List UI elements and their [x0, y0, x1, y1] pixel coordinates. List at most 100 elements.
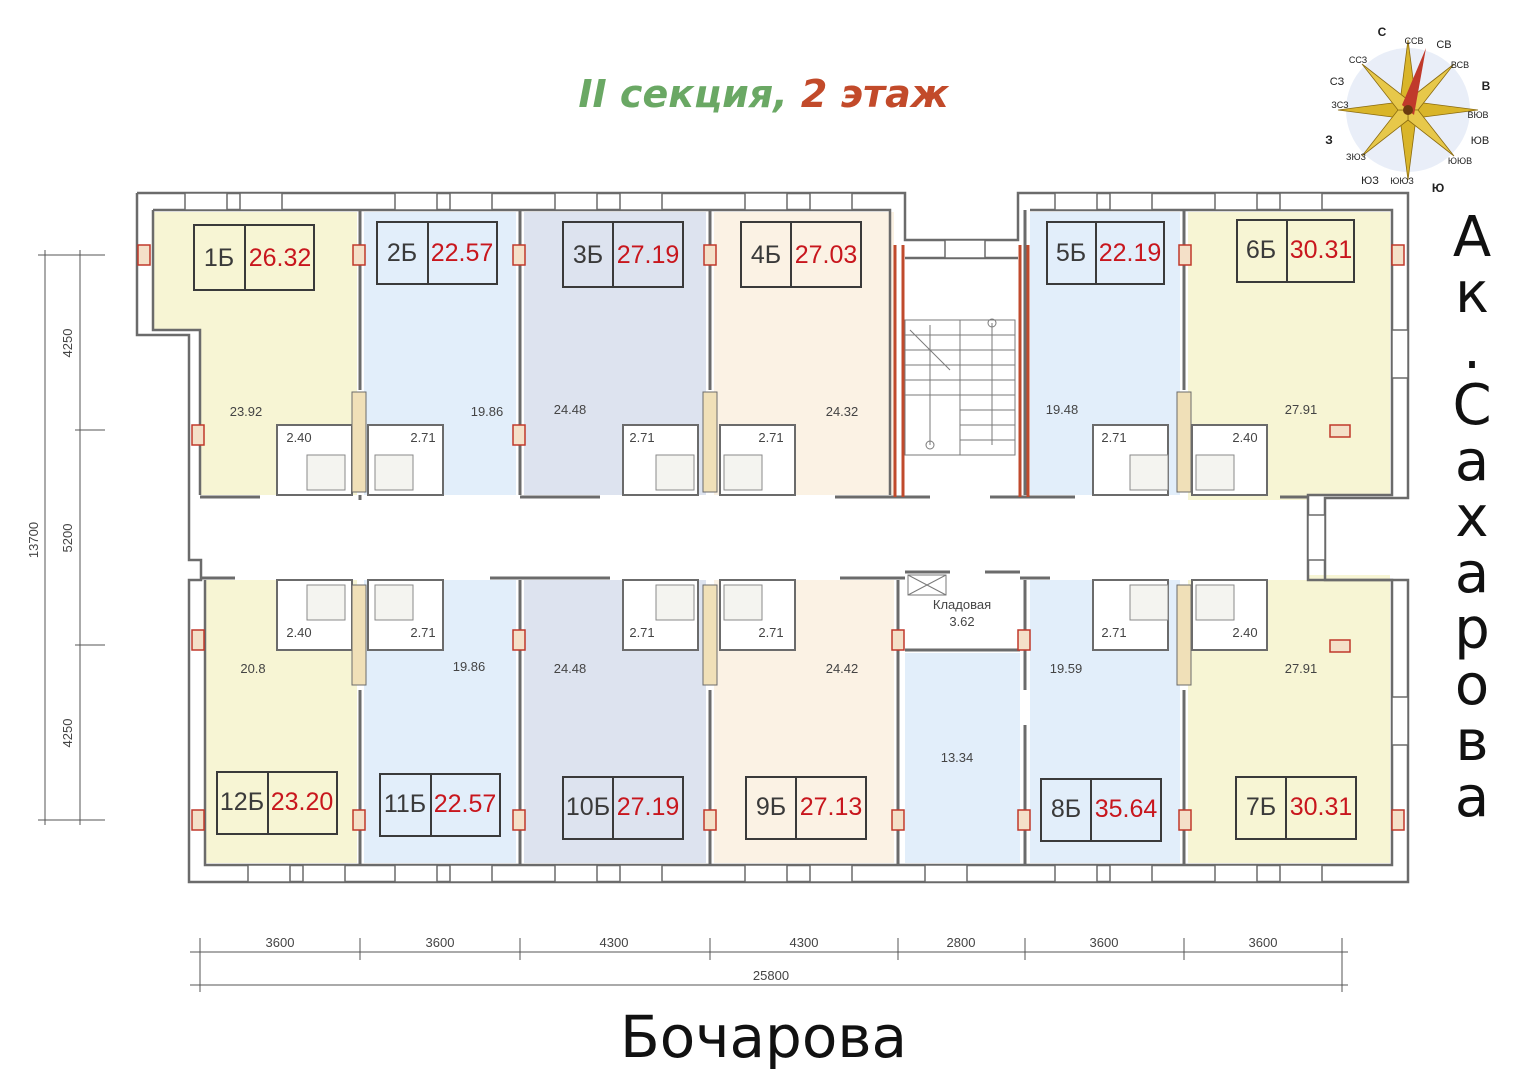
- compass-label: ЗСЗ: [1331, 100, 1348, 110]
- storage-shaft: [907, 574, 947, 596]
- room-area: 24.48: [554, 661, 587, 676]
- bath-area: 2.71: [410, 430, 435, 445]
- compass-label: Ю: [1432, 181, 1444, 195]
- room-area: 24.48: [554, 402, 587, 417]
- compass-label: ВСВ: [1451, 60, 1469, 70]
- horizontal-dimensions: [190, 938, 1348, 992]
- apt-id: 2Б: [387, 239, 417, 267]
- apt-id: 10Б: [566, 793, 610, 821]
- bath-area: 2.71: [410, 625, 435, 640]
- street-letter: а: [1454, 429, 1490, 494]
- dim-label: 4250: [60, 719, 75, 748]
- street-letter: к: [1455, 261, 1489, 326]
- horizontal-dimension-labels: 3600 3600 4300 4300 2800 3600 3600 25800: [266, 935, 1278, 983]
- compass-rose-icon: [1337, 39, 1479, 181]
- compass-label: ЗЮЗ: [1346, 152, 1366, 162]
- apt-area: 30.31: [1290, 793, 1353, 821]
- apt-id: 12Б: [220, 788, 264, 816]
- street-letter: а: [1454, 765, 1490, 830]
- room-area: 19.86: [453, 659, 486, 674]
- bath-area: 2.71: [1101, 430, 1126, 445]
- compass-label: В: [1482, 79, 1491, 93]
- street-letter: .: [1463, 317, 1481, 382]
- compass-label: З: [1325, 133, 1333, 147]
- dim-label: 4300: [790, 935, 819, 950]
- storage-label: Кладовая: [933, 597, 991, 612]
- dim-label: 3600: [266, 935, 295, 950]
- dim-total-width: 25800: [753, 968, 789, 983]
- apt-area: 35.64: [1095, 795, 1158, 823]
- dim-label: 2800: [947, 935, 976, 950]
- apt-id: 1Б: [204, 244, 234, 272]
- apt-area: 22.57: [431, 239, 494, 267]
- compass-label: ССЗ: [1349, 55, 1367, 65]
- shafts: [351, 391, 1192, 686]
- dim-total-height: 13700: [26, 522, 41, 558]
- street-letter: А: [1452, 205, 1492, 270]
- bath-area: 2.40: [286, 625, 311, 640]
- room-area: 24.32: [826, 404, 859, 419]
- bathroom-areas: 2.40 2.71 2.71 2.71 2.71 2.40 2.40 2.71 …: [286, 430, 1257, 640]
- compass-label: ЮЮЗ: [1390, 176, 1414, 186]
- room-area: 19.86: [471, 404, 504, 419]
- compass-label: ЮВ: [1471, 135, 1489, 147]
- red-walls: [893, 245, 1030, 497]
- bath-area: 2.40: [1232, 430, 1257, 445]
- street-right-label: А к . С а х а р о в а: [1440, 210, 1504, 826]
- apt-id: 7Б: [1246, 793, 1276, 821]
- shower-trays: [306, 454, 1235, 621]
- apt-area: 27.19: [617, 793, 680, 821]
- apartment-areas: 26.32 22.57 27.19 27.03 22.19 30.31 30.3…: [249, 236, 1353, 823]
- street-letter: а: [1454, 541, 1490, 606]
- street-bottom-label: Бочарова: [619, 1003, 908, 1071]
- apt-area: 26.32: [249, 244, 312, 272]
- street-letter: о: [1454, 653, 1490, 718]
- dim-label: 3600: [426, 935, 455, 950]
- section-label: II секция,: [578, 72, 788, 116]
- compass-label: С: [1378, 25, 1387, 39]
- dim-label: 4300: [600, 935, 629, 950]
- compass-label: СЗ: [1330, 76, 1345, 88]
- apt-id: 11Б: [384, 790, 426, 818]
- room-area: 27.91: [1285, 402, 1318, 417]
- vertical-dimension-labels: 4250 5200 4250 13700: [26, 329, 75, 748]
- compass-label: ЮЮВ: [1448, 156, 1472, 166]
- apt-id: 8Б: [1051, 795, 1081, 823]
- room-area: 19.48: [1046, 402, 1079, 417]
- apt-id: 3Б: [573, 241, 603, 269]
- bath-area: 2.40: [286, 430, 311, 445]
- room-area: 24.42: [826, 661, 859, 676]
- vertical-dimensions: [38, 250, 105, 825]
- apt-area: 27.19: [617, 241, 680, 269]
- bath-area: 2.71: [629, 625, 654, 640]
- room-area: 20.8: [240, 661, 265, 676]
- compass-label: ССВ: [1404, 36, 1423, 46]
- floor-label: 2 этаж: [800, 72, 949, 116]
- room-areas: 23.92 19.86 24.48 24.32 19.48 27.91 20.8…: [230, 402, 1318, 765]
- apt-area: 23.20: [271, 788, 334, 816]
- apt-id: 6Б: [1246, 236, 1276, 264]
- plan-title: II секция, 2 этаж: [0, 72, 1527, 116]
- compass-label: ЮЗ: [1361, 175, 1379, 187]
- street-letter: р: [1454, 597, 1490, 662]
- bath-area: 2.71: [758, 430, 783, 445]
- room-area: 19.59: [1050, 661, 1083, 676]
- bath-area: 2.71: [629, 430, 654, 445]
- compass-label: ВЮВ: [1467, 110, 1488, 120]
- street-letter: С: [1452, 373, 1492, 438]
- street-letter: х: [1455, 485, 1489, 550]
- storage-area: 3.62: [949, 614, 974, 629]
- windows: [184, 192, 1409, 883]
- apt-id: 5Б: [1056, 239, 1086, 267]
- apt-id: 9Б: [756, 793, 786, 821]
- apartment-boxes: [193, 219, 1357, 842]
- room-fills: [153, 212, 1390, 863]
- dim-label: 3600: [1249, 935, 1278, 950]
- apt-id: 4Б: [751, 241, 781, 269]
- bath-area: 2.40: [1232, 625, 1257, 640]
- room-area: 27.91: [1285, 661, 1318, 676]
- street-letter: в: [1455, 709, 1489, 774]
- compass-labels: С ССВ СВ ВСВ В ВЮВ ЮВ ЮЮВ Ю ЮЮЗ ЮЗ ЗЮЗ З…: [1325, 25, 1490, 195]
- apt-area: 27.13: [800, 793, 863, 821]
